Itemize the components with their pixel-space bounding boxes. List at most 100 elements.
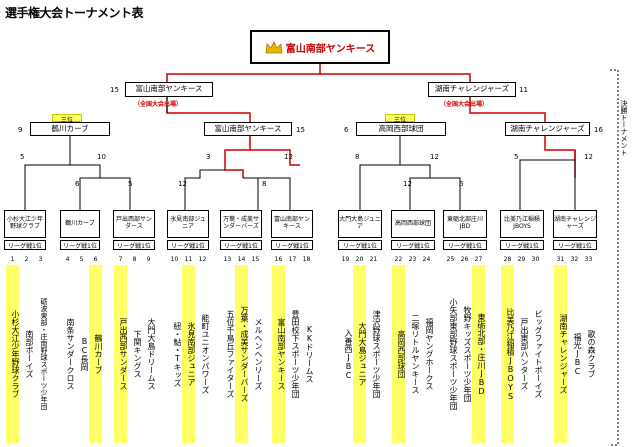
seed-number: 31 xyxy=(556,256,565,263)
league-label: リーグ戦1位 xyxy=(60,240,100,250)
seed-number: 22 xyxy=(394,256,403,263)
qf-score: 5 xyxy=(20,153,25,161)
entry-team-name: 高岡西部球団 xyxy=(392,265,406,443)
entry-team-name: 福岡ヤングホークス xyxy=(425,318,434,390)
third-place-badge-left: 三位 xyxy=(52,114,82,124)
league-label: リーグ戦1位 xyxy=(113,240,155,250)
seed-number: 16 xyxy=(274,256,283,263)
league-label: リーグ戦1位 xyxy=(271,240,313,250)
league-winner-11: 湖南チャレンジャーズ xyxy=(553,210,597,238)
seed-number: 25 xyxy=(446,256,455,263)
league-label: リーグ戦1位 xyxy=(338,240,382,250)
seed-number: 13 xyxy=(223,256,232,263)
entry-team-name: 大門大島ジュニア xyxy=(353,265,367,443)
league-label: リーグ戦1位 xyxy=(500,240,544,250)
entry-team-name: 津沢野球スポーツ少年団 xyxy=(372,310,381,398)
seed-number: 12 xyxy=(198,256,207,263)
league-winner-4: 氷見南部ジュニア xyxy=(167,210,209,238)
seed-number: 29 xyxy=(517,256,526,263)
seed-number: 33 xyxy=(584,256,593,263)
qf-score: 12 xyxy=(584,153,593,161)
entry-team-name: 福光JBC xyxy=(573,332,582,376)
entry-team-name: 湖南チャレンジャーズ xyxy=(554,265,568,443)
seed-number: 7 xyxy=(118,256,123,263)
entry-team-name: 戸出西部サンダース xyxy=(114,265,128,443)
entry-team-name: 二塚リトルヤンキース xyxy=(411,314,420,394)
semi-right-1-score: 6 xyxy=(344,126,349,134)
seed-number: 21 xyxy=(369,256,378,263)
crown-icon xyxy=(265,40,283,53)
league-label: リーグ戦1位 xyxy=(167,240,209,250)
entry-team-name: 五位千鳥丘ファイターズ xyxy=(226,310,235,398)
league-winner-5: 万葉・成美サンダーバーズ xyxy=(220,210,262,238)
semi-right-2-score: 16 xyxy=(594,126,603,134)
third-place-badge-right: 三位 xyxy=(385,114,415,124)
entry-team-name: 比美乃江稲積JBOYS xyxy=(501,265,515,443)
league-label: リーグ戦1位 xyxy=(443,240,487,250)
final-tournament-label: 決勝トーナメント xyxy=(620,100,628,156)
national-note-right: （全国大会出場） xyxy=(440,101,489,108)
champion-box: 富山南部ヤンキース xyxy=(250,30,390,64)
semi-left-2-score: 15 xyxy=(296,126,305,134)
entry-team-name: 大門大島ドリームス xyxy=(147,318,156,390)
entry-team-name: 砺波東部・庄南野球スポーツ少年団 xyxy=(40,298,48,410)
r16-score: 12 xyxy=(178,180,187,188)
entry-team-name: ビッグファイトボーイズ xyxy=(534,310,543,398)
entry-team-name: 下関キングス xyxy=(133,330,142,378)
qf-score: 5 xyxy=(514,153,519,161)
seed-number: 27 xyxy=(474,256,483,263)
seed-number: 8 xyxy=(132,256,137,263)
r16-score: 6 xyxy=(75,180,80,188)
league-label: リーグ戦1位 xyxy=(220,240,262,250)
seed-number: 18 xyxy=(302,256,311,263)
seed-number: 1 xyxy=(10,256,15,263)
entry-team-name: 万葉・成美サンダーバーズ xyxy=(235,265,249,443)
league-label: リーグ戦1位 xyxy=(553,240,597,250)
r16-score: 6 xyxy=(459,180,464,188)
qf-score: 12 xyxy=(284,153,293,161)
entry-team-name: 戸出東部ハンターズ xyxy=(520,318,529,390)
entry-team-name: 南部ボーイズ xyxy=(25,330,34,378)
champion-name: 富山南部ヤンキース xyxy=(285,43,376,55)
seed-number: 30 xyxy=(531,256,540,263)
final-right-team: 湖南チャレンジャーズ xyxy=(428,82,516,97)
seed-number: 20 xyxy=(355,256,364,263)
seed-number: 26 xyxy=(460,256,469,263)
qf-score: 10 xyxy=(97,153,106,161)
seed-number: 3 xyxy=(38,256,43,263)
entry-team-name: 豊田校下スポーツ少年団 xyxy=(291,310,300,398)
entry-team-name: 入善西JBC xyxy=(344,328,353,380)
league-winner-9: 東砺北部庄川JBD xyxy=(443,210,487,238)
seed-number: 15 xyxy=(251,256,260,263)
page-title: 選手権大会トーナメント表 xyxy=(5,6,144,20)
league-winner-1: 小杉大江少年野球クラブ xyxy=(4,210,46,238)
semi-left-1-score: 9 xyxy=(18,126,23,134)
seed-number: 24 xyxy=(422,256,431,263)
r16-score: 12 xyxy=(403,180,412,188)
entry-team-name: 紐・鮎・Tキッズ xyxy=(173,321,182,387)
seed-number: 17 xyxy=(288,256,297,263)
semi-right-1: 高岡西部球団 xyxy=(356,122,446,136)
seed-number: 9 xyxy=(146,256,151,263)
national-note-left: （全国大会出場） xyxy=(134,101,183,108)
league-winner-6: 富山南部ヤンキース xyxy=(271,210,313,238)
seed-number: 4 xyxy=(65,256,70,263)
seed-number: 6 xyxy=(93,256,98,263)
entry-team-name: メルヘンヘンリーズ xyxy=(254,318,263,390)
league-winner-3: 戸出西部サンダース xyxy=(113,210,155,238)
entry-team-name: 氷見南部ジュニア xyxy=(182,265,196,443)
league-label: リーグ戦1位 xyxy=(4,240,46,250)
qf-score: 8 xyxy=(355,153,360,161)
seed-number: 19 xyxy=(341,256,350,263)
r16-score: 5 xyxy=(128,180,133,188)
qf-score: 12 xyxy=(430,153,439,161)
entry-team-name: 東砺北部・庄川JBD xyxy=(472,265,486,443)
semi-right-2: 湖南チャレンジャーズ xyxy=(505,122,590,136)
entry-team-name: KKドリームス xyxy=(305,325,314,383)
league-winner-7: 大門大島ジュニア xyxy=(338,210,382,238)
entry-team-name: 牧野キッズスポーツ少年団 xyxy=(463,306,472,402)
r16-score: 8 xyxy=(262,180,267,188)
entry-team-name: 歌の森クラブ xyxy=(587,330,596,378)
entry-team-name: 富山南部ヤンキース xyxy=(272,265,286,443)
